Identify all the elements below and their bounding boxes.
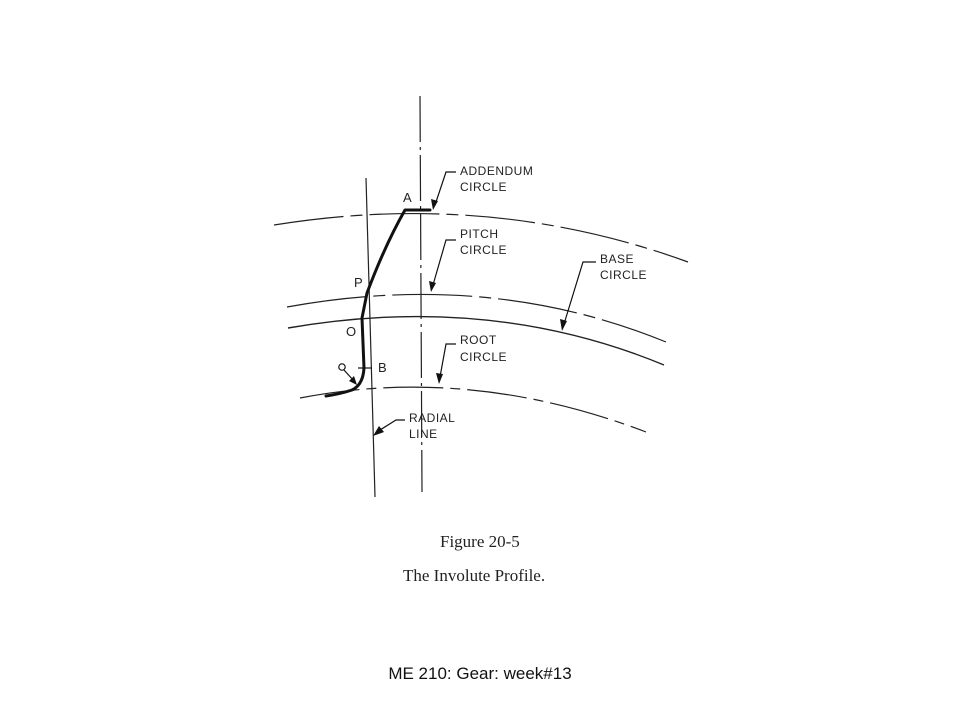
addendum-label-line2: CIRCLE <box>460 180 507 194</box>
root-label-line1: ROOT <box>460 333 497 347</box>
radial-arrowhead <box>373 426 384 436</box>
base-arrowhead <box>560 319 567 331</box>
addendum-leader <box>434 171 456 206</box>
pointer-arrowhead <box>349 376 357 385</box>
base-label-line1: BASE <box>600 252 634 266</box>
addendum-circle <box>273 212 689 263</box>
point-o-label: O <box>346 324 356 339</box>
base-circle <box>287 315 665 366</box>
root-label-line2: CIRCLE <box>460 350 507 364</box>
base-label-line2: CIRCLE <box>600 268 647 282</box>
pitch-leader <box>432 239 456 286</box>
point-a-label: A <box>403 190 412 205</box>
involute-profile <box>324 208 432 398</box>
pitch-circle <box>286 293 667 343</box>
pitch-label-line2: CIRCLE <box>460 243 507 257</box>
pitch-arrowhead <box>429 281 436 292</box>
root-circle <box>299 386 647 433</box>
root-leader <box>439 343 456 378</box>
base-leader <box>563 261 596 325</box>
addendum-arrowhead <box>431 199 438 210</box>
point-b-label: B <box>378 360 387 375</box>
radial-leader <box>379 419 405 431</box>
pitch-label-line1: PITCH <box>460 227 499 241</box>
addendum-label-line1: ADDENDUM <box>460 164 533 178</box>
figure-caption: The Involute Profile. <box>403 566 546 585</box>
pointer-circle <box>338 363 346 371</box>
radial-label-line2: LINE <box>409 427 438 441</box>
point-p-label: P <box>354 275 363 290</box>
radial-label-line1: RADIAL <box>409 411 455 425</box>
figure-number: Figure 20-5 <box>440 532 520 551</box>
root-arrowhead <box>436 373 443 384</box>
radial-line <box>365 177 376 498</box>
slide-footer: ME 210: Gear: week#13 <box>388 664 572 683</box>
